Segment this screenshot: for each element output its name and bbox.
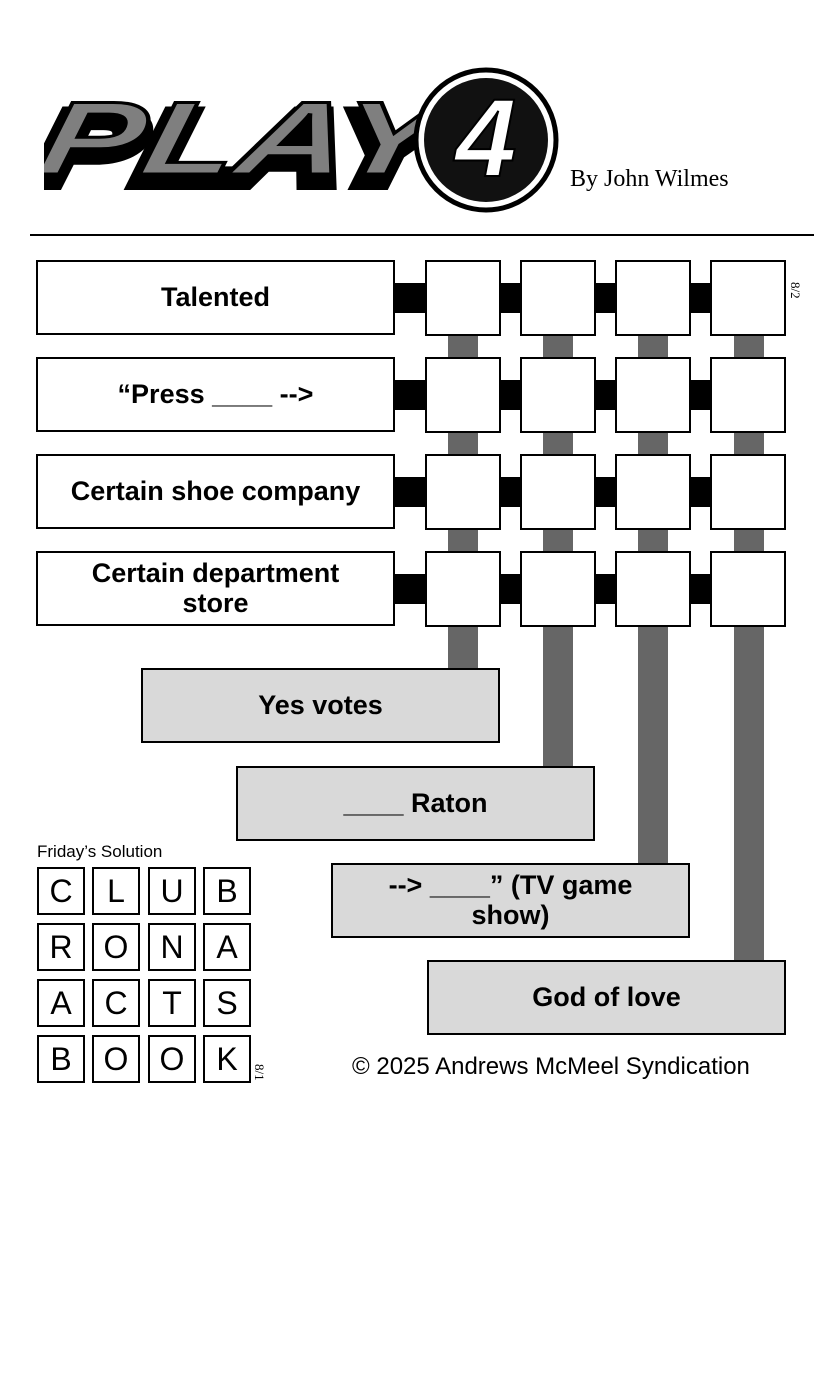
svg-text:PLAY: PLAY (44, 91, 463, 207)
solution-date-code: 8/1 (252, 1064, 267, 1081)
solution-cell-r4c2: O (92, 1035, 140, 1083)
solution-cell-r4c4: K (203, 1035, 251, 1083)
column-clue-2: ____ Raton (236, 766, 595, 841)
solution-cell-r1c2: L (92, 867, 140, 915)
copyright-notice: © 2025 Andrews McMeel Syndication (352, 1053, 750, 1080)
solution-cell-r1c3: U (148, 867, 196, 915)
byline: By John Wilmes (570, 166, 729, 192)
solution-cell-r3c4: S (203, 979, 251, 1027)
solution-cell-r2c3: N (148, 923, 196, 971)
grid-cell-r1c3[interactable] (615, 260, 691, 336)
grid-cell-r2c2[interactable] (520, 357, 596, 433)
row-clue-3: Certain shoe company (36, 454, 395, 529)
grid-cell-r3c3[interactable] (615, 454, 691, 530)
grid-cell-r4c4[interactable] (710, 551, 786, 627)
grid-cell-r4c2[interactable] (520, 551, 596, 627)
solution-cell-r2c4: A (203, 923, 251, 971)
solution-cell-r1c1: C (37, 867, 85, 915)
grid-cell-r2c1[interactable] (425, 357, 501, 433)
grid-cell-r2c3[interactable] (615, 357, 691, 433)
row-clue-4: Certain department store (36, 551, 395, 626)
grid-cell-r1c2[interactable] (520, 260, 596, 336)
grid-cell-r3c2[interactable] (520, 454, 596, 530)
grid-cell-r1c4[interactable] (710, 260, 786, 336)
header-divider (30, 234, 814, 236)
grid-cell-r3c4[interactable] (710, 454, 786, 530)
puzzle-date-code: 8/2 (788, 282, 803, 299)
solution-cell-r3c2: C (92, 979, 140, 1027)
svg-text:4: 4 (453, 77, 516, 200)
grid-cell-r1c1[interactable] (425, 260, 501, 336)
column-clue-3: --> ____” (TV game show) (331, 863, 690, 938)
solution-cell-r3c3: T (148, 979, 196, 1027)
solution-cell-r2c1: R (37, 923, 85, 971)
solution-cell-r4c3: O (148, 1035, 196, 1083)
row-clue-1: Talented (36, 260, 395, 335)
solution-title: Friday’s Solution (37, 842, 163, 861)
grid-cell-r4c1[interactable] (425, 551, 501, 627)
solution-cell-r3c1: A (37, 979, 85, 1027)
column-connector-4 (734, 334, 764, 964)
solution-cell-r4c1: B (37, 1035, 85, 1083)
column-clue-1: Yes votes (141, 668, 500, 743)
grid-cell-r4c3[interactable] (615, 551, 691, 627)
grid-cell-r2c4[interactable] (710, 357, 786, 433)
solution-cell-r1c4: B (203, 867, 251, 915)
row-clue-2: “Press ____ --> (36, 357, 395, 432)
svg-text:PLAY: PLAY (44, 81, 467, 197)
grid-cell-r3c1[interactable] (425, 454, 501, 530)
column-clue-4: God of love (427, 960, 786, 1035)
solution-cell-r2c2: O (92, 923, 140, 971)
